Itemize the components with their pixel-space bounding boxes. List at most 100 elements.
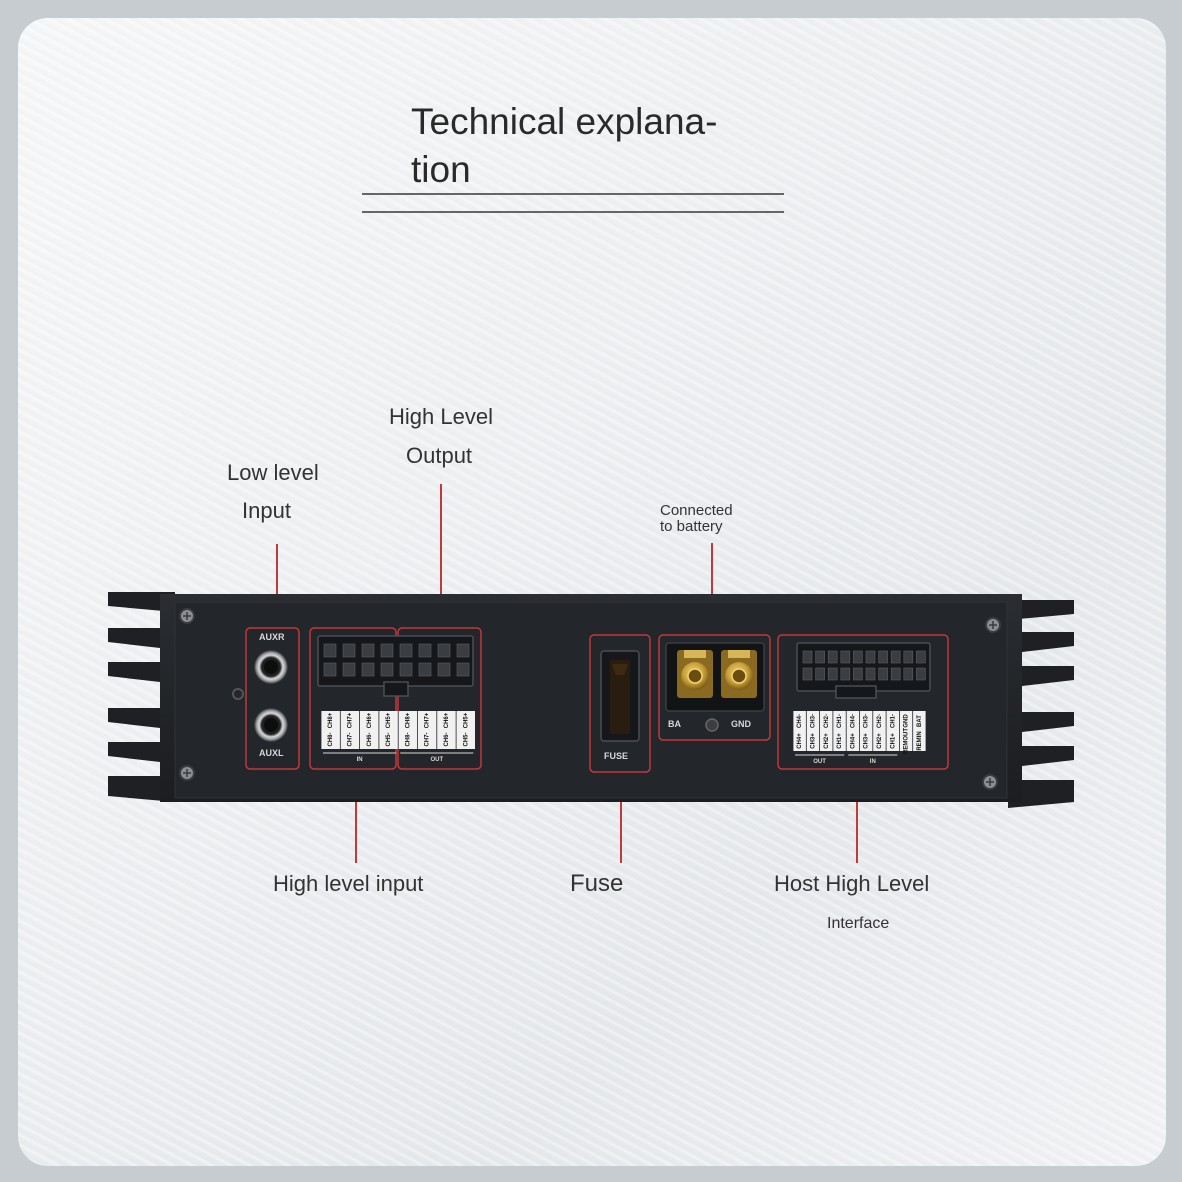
pin-label: REMIN [917, 731, 923, 750]
heatsink-fins-left [108, 592, 175, 802]
connector-pin [342, 643, 356, 658]
pin-label: CH2+ [877, 733, 883, 749]
title-rule-upper [362, 193, 784, 195]
connector-pin [815, 667, 825, 681]
group-label: IN [870, 759, 876, 765]
aux-l-label: AUXL [259, 748, 284, 758]
pin-label: CH3+ [811, 733, 817, 749]
connector-pin [916, 650, 926, 664]
connector-pin [399, 643, 413, 658]
connector-pin [853, 650, 863, 664]
pin-label: CH4+ [850, 733, 856, 749]
battery-terminal-gnd[interactable] [721, 650, 757, 698]
pin-label: CH7+ [425, 712, 431, 728]
group-label: OUT [813, 759, 826, 765]
pin-label: CH3+ [864, 733, 870, 749]
pin-label: CH1- [890, 714, 896, 728]
pin-label: CH6- [367, 732, 373, 746]
pin-label: CH2- [877, 714, 883, 728]
pin-label: CH5+ [463, 712, 469, 728]
connector-pin [418, 662, 432, 677]
background-frame [18, 18, 1166, 1166]
leader-fuse [620, 773, 622, 863]
connector-pin [878, 667, 888, 681]
connector-pin [890, 650, 901, 664]
pin-label: CH2+ [824, 733, 830, 749]
connector-pin [418, 643, 432, 658]
host-interface-connector[interactable] [796, 642, 931, 699]
connector-pin [802, 667, 813, 681]
pin-label: CH8+ [328, 712, 334, 728]
connector-pin [361, 643, 375, 658]
leader-low-level-input [276, 544, 278, 628]
page-title: Technical explana- tion [411, 98, 771, 194]
connector-pin [456, 643, 470, 658]
pin-label: CH4- [850, 714, 856, 728]
pin-label: CH8- [405, 732, 411, 746]
callout-connected-battery-line2: to battery [660, 518, 723, 535]
connector-pin [380, 662, 394, 677]
callout-low-level-input-line2: Input [242, 498, 291, 523]
title-line: Technical explana- tion [411, 101, 718, 190]
connector-pin [840, 650, 851, 664]
leader-host-high-level [856, 770, 858, 863]
pin-label: CH1+ [837, 733, 843, 749]
connector-pin [878, 650, 888, 664]
connector-pin [827, 650, 838, 664]
leader-high-level-output [440, 484, 442, 628]
title-rule-lower [362, 211, 784, 213]
fuse-holder[interactable] [600, 650, 640, 742]
pin-label: CH4+ [797, 733, 803, 749]
connector-pin [916, 667, 926, 681]
connector-pin [399, 662, 413, 677]
aux-r-label: AUXR [259, 632, 285, 642]
connector-pin [865, 667, 876, 681]
highlight-boxes [245, 627, 949, 773]
pin-label: CH8- [328, 732, 334, 746]
pin-label: GND [904, 714, 910, 728]
leader-connected-battery [711, 543, 713, 635]
pin-label: CH6- [444, 732, 450, 746]
connector-pin [903, 667, 914, 681]
connector-pin [853, 667, 863, 681]
battery-terminal-ba[interactable] [677, 650, 713, 698]
connector-pin [342, 662, 356, 677]
high-level-connector[interactable] [317, 635, 474, 697]
connector-pin [380, 643, 394, 658]
group-label: OUT [430, 757, 443, 763]
pin-label: CH8+ [405, 712, 411, 728]
high-level-label-grid: CH8+CH7+CH6+CH5+CH8+CH7+CH6+CH5+CH8-CH7-… [320, 711, 476, 763]
connector-pin [802, 650, 813, 664]
callout-fuse: Fuse [570, 870, 624, 897]
pin-label: CH6+ [367, 712, 373, 728]
callout-low-level-input-line1: Low level [227, 460, 319, 485]
callout-high-level-input: High level input [273, 871, 424, 896]
fuse-label: FUSE [604, 751, 628, 761]
pin-label: CH1+ [890, 733, 896, 749]
pin-label: CH3- [864, 714, 870, 728]
pin-label: CH7+ [348, 712, 354, 728]
connector-pin [323, 643, 337, 658]
connector-pin [361, 662, 375, 677]
callout-host-high-level-line2: Interface [827, 915, 890, 932]
ba-label: BA [668, 719, 681, 729]
heatsink-fins-right [1008, 600, 1074, 808]
pin-label: CH5+ [386, 712, 392, 728]
connector-pin [323, 662, 337, 677]
callout-host-high-level-line1: Host High Level [774, 871, 930, 896]
pin-label: CH5- [463, 732, 469, 746]
group-label: IN [357, 757, 363, 763]
connector-pin [437, 662, 451, 677]
gnd-label: GND [731, 719, 752, 729]
pin-label: CH1- [837, 714, 843, 728]
pin-label: CH7- [425, 732, 431, 746]
pin-label: CH4- [797, 714, 803, 728]
pin-label: CH5- [386, 732, 392, 746]
connector-pin [815, 650, 825, 664]
connector-pin [437, 643, 451, 658]
pin-label: CH7- [348, 732, 354, 746]
pin-label: BAT [917, 715, 923, 727]
pin-label: REMOUT [904, 728, 910, 754]
callout-connected-battery-line1: Connected [660, 502, 733, 519]
